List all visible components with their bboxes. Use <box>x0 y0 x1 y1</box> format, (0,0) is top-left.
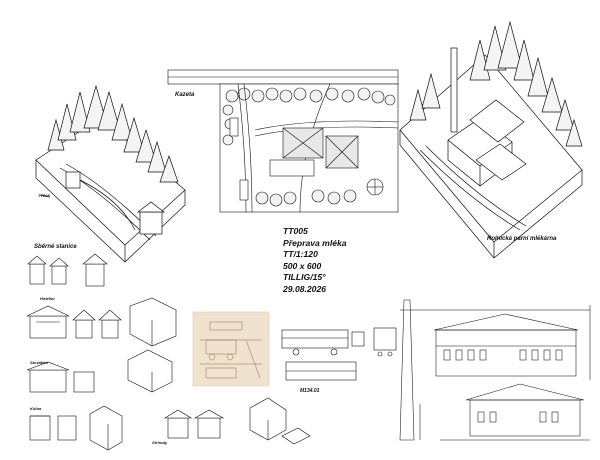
project-date: 29.08.2026 <box>283 283 327 294</box>
project-code: TT005 <box>283 226 308 236</box>
subhead-hoteller: Hoteller <box>40 296 55 301</box>
title-block: TT005 Přeprava mléka TT/1:120 500 x 600 … <box>283 226 347 296</box>
dairy-label: Rolnická parní mlékárna <box>487 236 557 242</box>
collection-station-label: Sběrné stanice <box>34 244 77 250</box>
project-size: 500 x 600 <box>283 260 322 271</box>
project-scale: TT/1:120 <box>283 249 318 260</box>
subhead-kolna: Kôlna <box>30 406 42 411</box>
locomotive-code: M134.01 <box>300 388 320 394</box>
kazeta-label: Kazeta <box>175 92 195 98</box>
subhead-stovatten: Stovätten <box>30 360 49 365</box>
subhead-strhody: Strhody <box>152 440 168 445</box>
project-name: Přeprava mléka <box>283 237 347 248</box>
project-maker: TILLIG/15° <box>283 272 326 283</box>
diorama-left-caption: TT005 <box>38 193 50 198</box>
